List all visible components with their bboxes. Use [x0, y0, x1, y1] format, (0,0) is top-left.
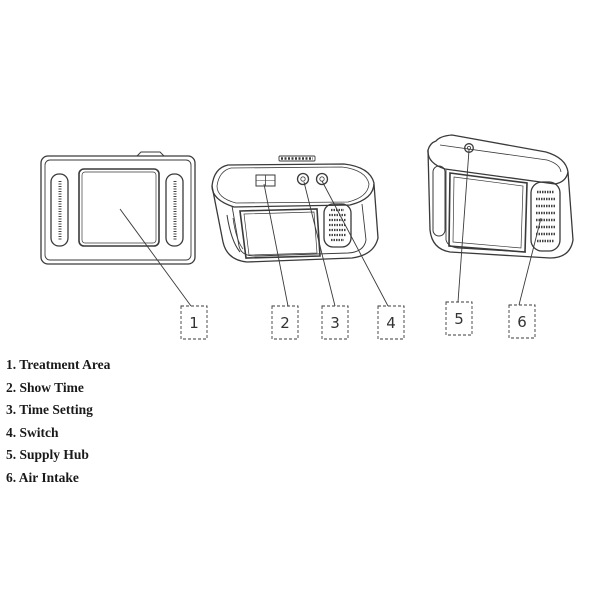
control-panel-top [211, 163, 375, 208]
device-rear-view [427, 134, 574, 259]
legend-item: 3. Time Setting [6, 402, 93, 418]
legend-item: 1. Treatment Area [6, 357, 111, 372]
leader-line-5 [457, 149, 470, 303]
callout-label-1: 1 [189, 314, 199, 332]
parts-legend: 1. Treatment Area 2. Show Time 3. Time S… [6, 354, 110, 490]
left-grip-slot [50, 173, 69, 247]
callout-box-4 [377, 305, 405, 340]
device-front-view [40, 151, 196, 265]
switch-knob [315, 172, 329, 186]
device-control-view [211, 155, 379, 263]
time-setting-knob [296, 172, 310, 186]
treatment-area-pad-front [78, 168, 160, 247]
callout-box-5 [445, 301, 473, 336]
device-rear-top [427, 134, 569, 185]
callout-label-2: 2 [280, 314, 290, 332]
device-front-outer-body [40, 155, 196, 265]
callout-box-3 [321, 305, 349, 340]
leader-lines [119, 149, 542, 307]
device-rear-body [427, 149, 574, 259]
leader-line-4 [321, 180, 389, 307]
air-intake-rear [530, 181, 561, 252]
leader-line-2 [263, 183, 289, 307]
right-grip-slot [165, 173, 184, 247]
callout-label-4: 4 [386, 314, 396, 332]
treatment-area-pad-side [239, 208, 321, 259]
treatment-area-pad-rear [448, 172, 528, 253]
top-vent-strip [278, 155, 316, 162]
callout-label-6: 6 [517, 313, 527, 331]
legend-item: 2. Show Time [6, 379, 84, 395]
callout-numbers: 1 2 3 4 5 6 [189, 310, 527, 332]
leader-line-1 [119, 208, 192, 307]
callout-box-6 [508, 304, 536, 339]
air-intake-side [323, 203, 352, 248]
legend-item: 5. Supply Hub [6, 447, 89, 463]
leader-line-6 [518, 217, 542, 306]
callouts [180, 301, 536, 340]
device-front-inner-body [44, 159, 192, 261]
callout-box-2 [271, 305, 299, 340]
legend-item: 6. Air Intake [6, 469, 79, 485]
leader-line-3 [303, 181, 336, 307]
callout-label-5: 5 [454, 310, 464, 328]
callout-label-3: 3 [330, 314, 340, 332]
callout-box-1 [180, 305, 208, 340]
legend-item: 4. Switch [6, 424, 59, 440]
device-control-body [211, 183, 379, 263]
